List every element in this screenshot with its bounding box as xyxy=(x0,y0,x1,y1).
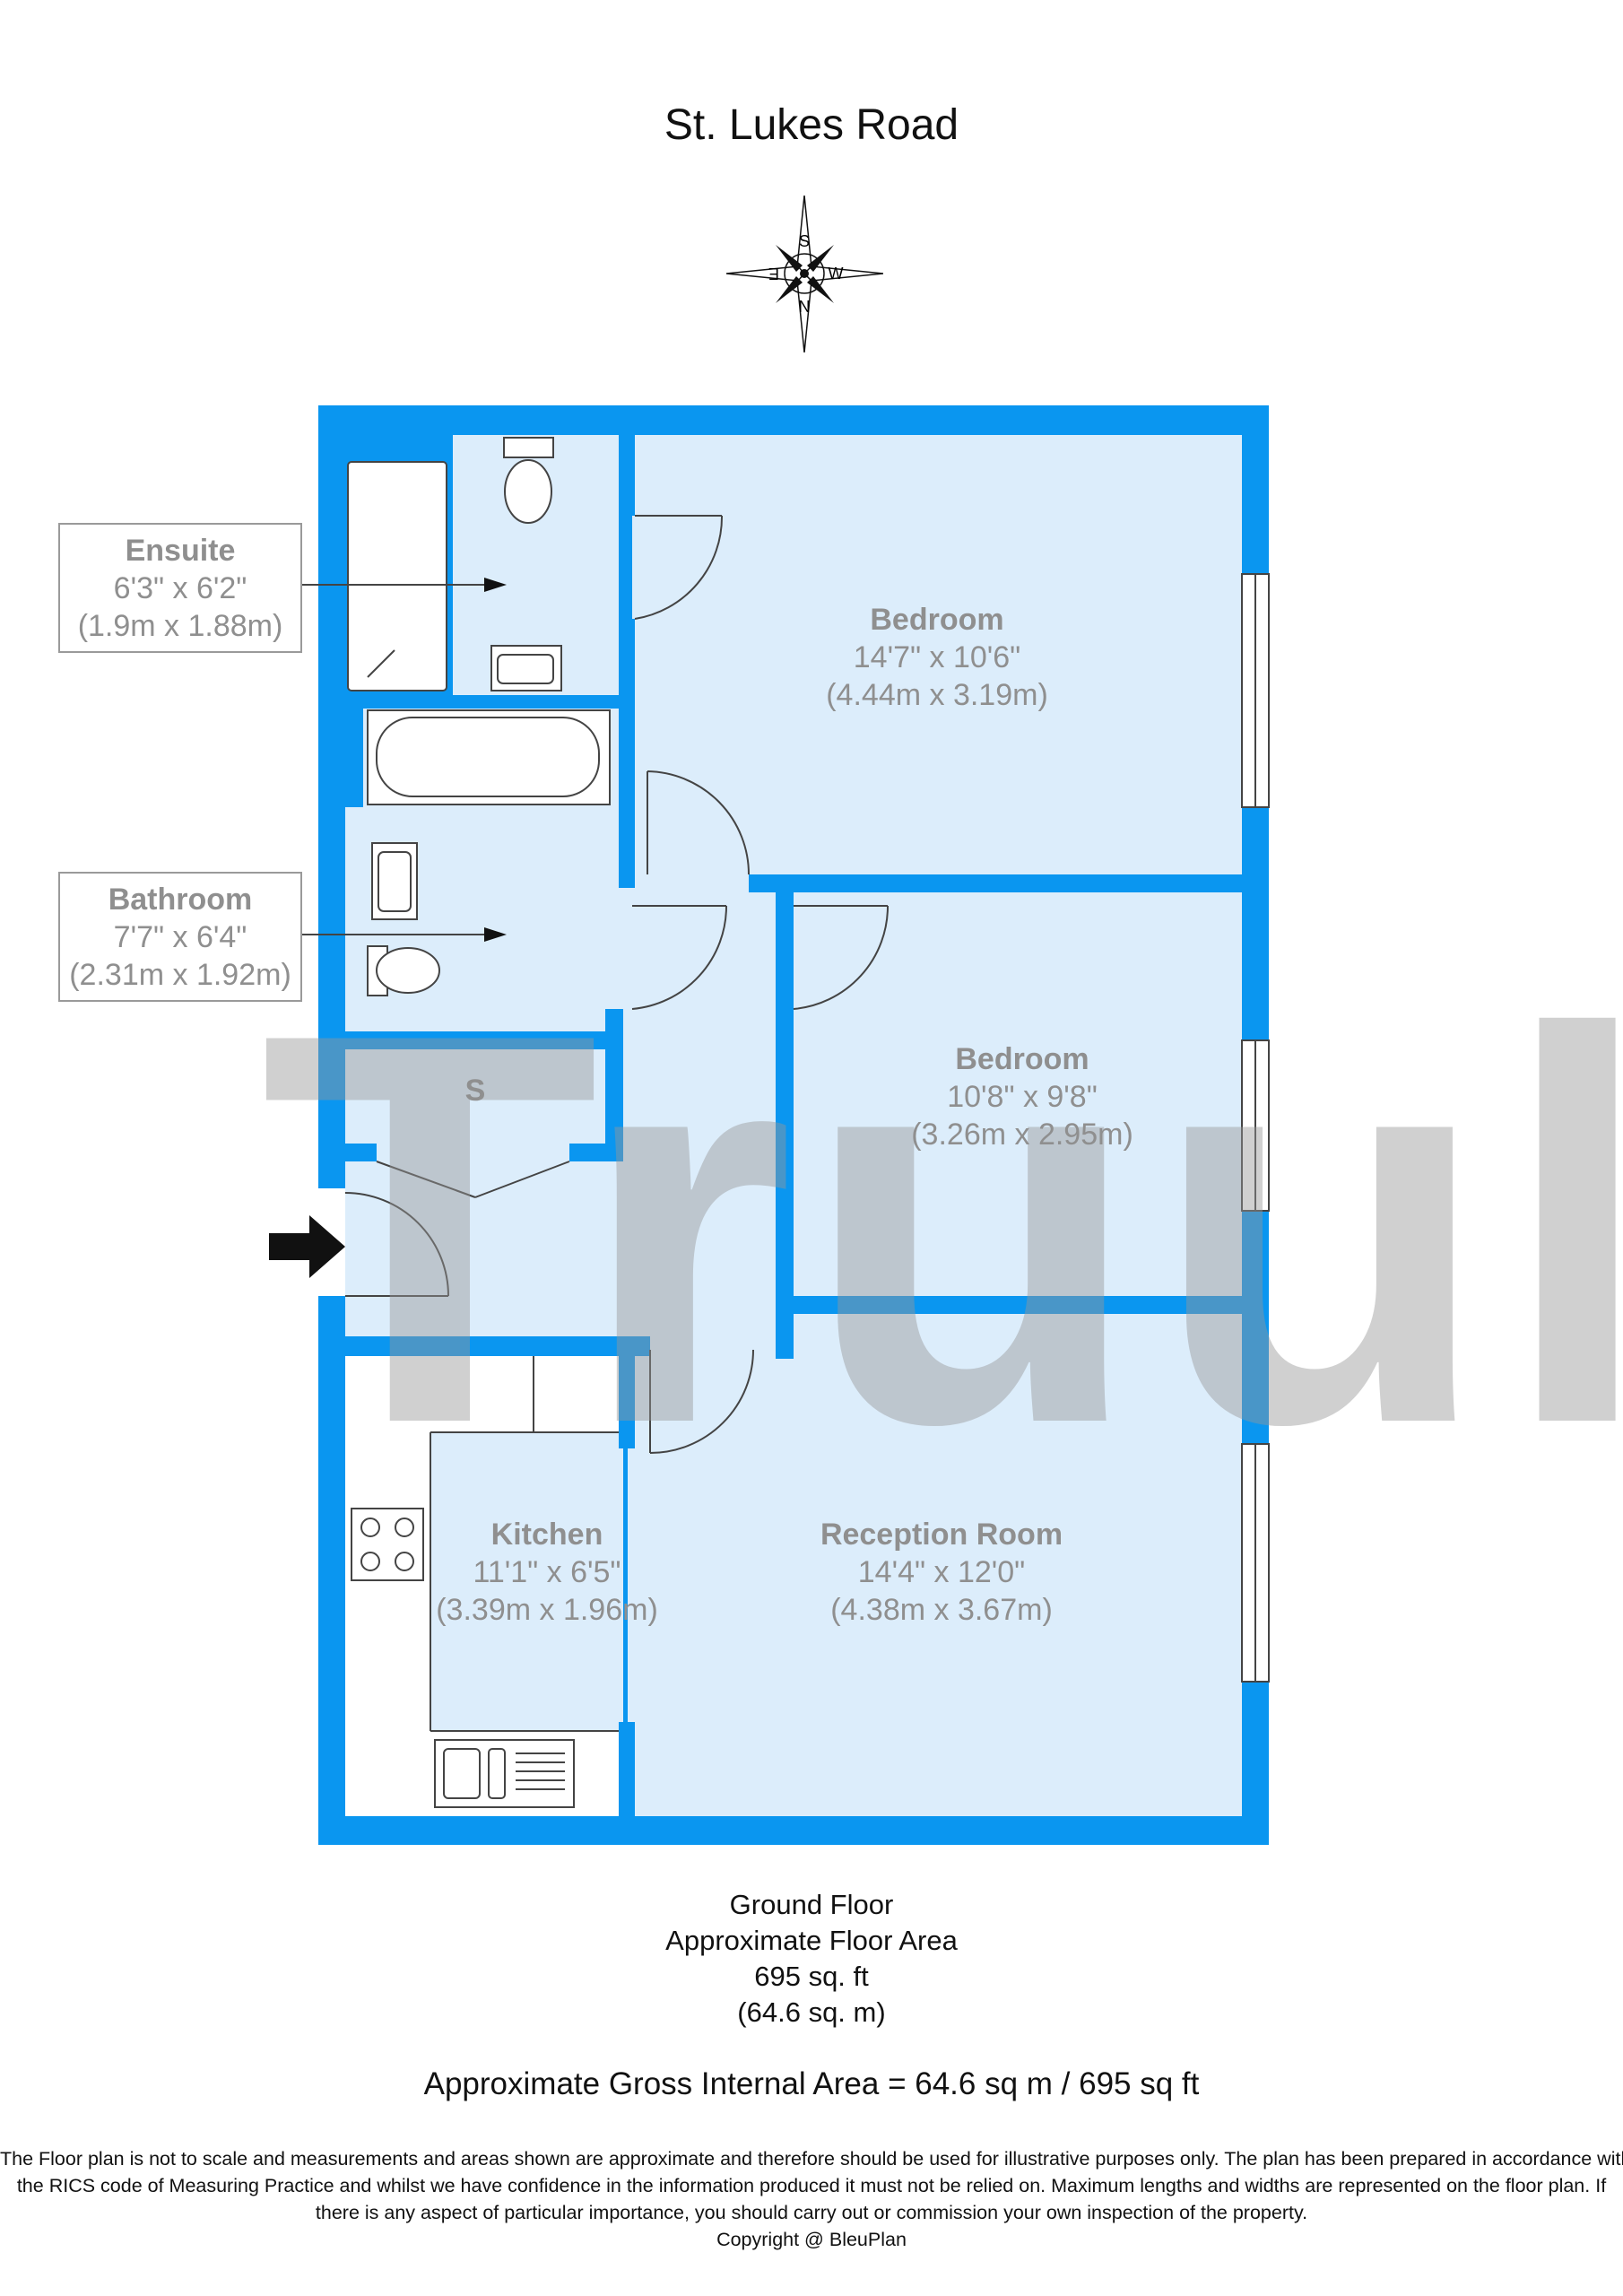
page-title: St. Lukes Road xyxy=(664,101,959,149)
room-label-reception: Reception Room 14'4" x 12'0" (4.38m x 3.… xyxy=(820,1518,1063,1627)
compass-w: W xyxy=(829,265,844,283)
room-label-kitchen: Kitchen 11'1" x 6'5" (3.39m x 1.96m) xyxy=(436,1518,658,1627)
watermark: Truuli xyxy=(260,918,1623,1539)
copyright: Copyright @ BleuPlan xyxy=(716,2229,907,2250)
callout-ensuite: Ensuite 6'3" x 6'2" (1.9m x 1.88m) xyxy=(58,523,302,653)
floor-area-summary: Ground Floor Approximate Floor Area 695 … xyxy=(0,1887,1623,2031)
bed2-bottom-wall xyxy=(776,1296,1242,1314)
kitchen-right-wall-top xyxy=(619,1350,635,1448)
kitchen-counter-left xyxy=(345,1356,430,1816)
room-label-store: S xyxy=(464,1074,486,1108)
door-entrance xyxy=(344,1192,449,1297)
bath-wall-left xyxy=(345,709,363,807)
door-bathroom xyxy=(631,905,728,1010)
reception-floor xyxy=(628,1314,1242,1816)
door-kitchen xyxy=(649,1349,754,1454)
room-label-bedroom-2: Bedroom 10'8" x 9'8" (3.26m x 2.95m) xyxy=(911,1042,1133,1152)
store-left-wall xyxy=(345,1144,377,1161)
compass-s: S xyxy=(799,232,810,250)
compass-e: E xyxy=(768,265,779,283)
compass-n: N xyxy=(799,298,811,316)
door-ensuite xyxy=(634,515,724,620)
store-right-wall xyxy=(605,1009,623,1161)
store-bottom-wall xyxy=(569,1144,619,1161)
disclaimer-line-2: the RICS code of Measuring Practice and … xyxy=(16,2175,1607,2196)
disclaimer-line-1: The Floor plan is not to scale and measu… xyxy=(0,2148,1623,2170)
hall-right-wall xyxy=(776,1314,794,1359)
gross-internal-area: Approximate Gross Internal Area = 64.6 s… xyxy=(423,2066,1200,2101)
bed2-left-wall xyxy=(776,1009,794,1314)
bed1-bottom-wall xyxy=(749,874,1242,892)
door-bedroom2 xyxy=(793,905,890,1010)
kitchen-counter-top xyxy=(430,1356,619,1432)
disclaimer-line-3: there is any aspect of particular import… xyxy=(315,2202,1308,2223)
entrance-arrow xyxy=(269,1215,345,1278)
compass-icon: S N W E xyxy=(726,196,883,352)
kitchen-top-wall xyxy=(345,1336,650,1356)
bedroom-2-floor xyxy=(794,892,1242,1296)
ensuite-toilet xyxy=(504,459,552,524)
ensuite-wall xyxy=(619,435,635,516)
door-store xyxy=(376,1161,570,1198)
door-bedroom1 xyxy=(647,770,750,875)
disclaimer: The Floor plan is not to scale and measu… xyxy=(0,2145,1623,2253)
bath-bottom-wall xyxy=(345,1031,605,1049)
area-sqm: (64.6 sq. m) xyxy=(737,1996,886,2028)
shower-tray xyxy=(347,461,447,691)
store-floor xyxy=(345,1049,605,1144)
ensuite-bath-wall xyxy=(345,695,619,709)
callout-bathroom: Bathroom 7'7" x 6'4" (2.31m x 1.92m) xyxy=(58,872,302,1002)
area-label: Approximate Floor Area xyxy=(665,1925,958,1956)
ensuite-wall-lower xyxy=(619,619,635,888)
room-label-bedroom-1: Bedroom 14'7" x 10'6" (4.44m x 3.19m) xyxy=(826,603,1048,712)
kitchen-right-wall-bottom xyxy=(619,1722,635,1816)
floor-name: Ground Floor xyxy=(729,1889,894,1920)
hall-floor xyxy=(345,709,776,1336)
area-sqft: 695 sq. ft xyxy=(754,1961,869,1992)
bathroom-toilet xyxy=(376,947,440,994)
